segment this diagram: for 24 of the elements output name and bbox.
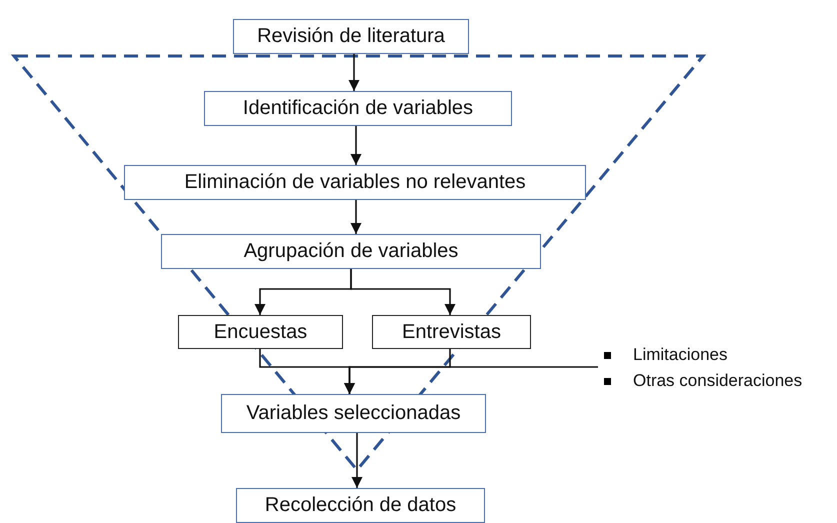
arrow xyxy=(350,200,362,234)
box-label: Agrupación de variables xyxy=(244,240,458,263)
arrow xyxy=(350,126,362,165)
arrow xyxy=(351,433,363,488)
process-box xyxy=(372,315,531,349)
process-box xyxy=(204,91,512,126)
arrow xyxy=(350,269,456,315)
arrow xyxy=(344,366,598,394)
process-box xyxy=(124,165,586,200)
box-label: Variables seleccionadas xyxy=(246,402,461,425)
process-box xyxy=(236,488,485,523)
box-label: Entrevistas xyxy=(402,320,501,344)
list-item: Otras consideraciones xyxy=(633,370,802,392)
box-label: Encuestas xyxy=(214,320,308,344)
process-box xyxy=(233,19,469,54)
list-item: Limitaciones xyxy=(633,344,728,366)
box-label: Eliminación de variables no relevantes xyxy=(184,171,526,194)
process-box xyxy=(161,234,541,269)
box-label: Identificación de variables xyxy=(242,97,474,120)
box-label: Revisión de literatura xyxy=(257,25,445,48)
process-box xyxy=(221,394,486,433)
process-box xyxy=(178,315,343,349)
arrow xyxy=(348,54,360,91)
box-label: Recolección de datos xyxy=(264,494,456,517)
